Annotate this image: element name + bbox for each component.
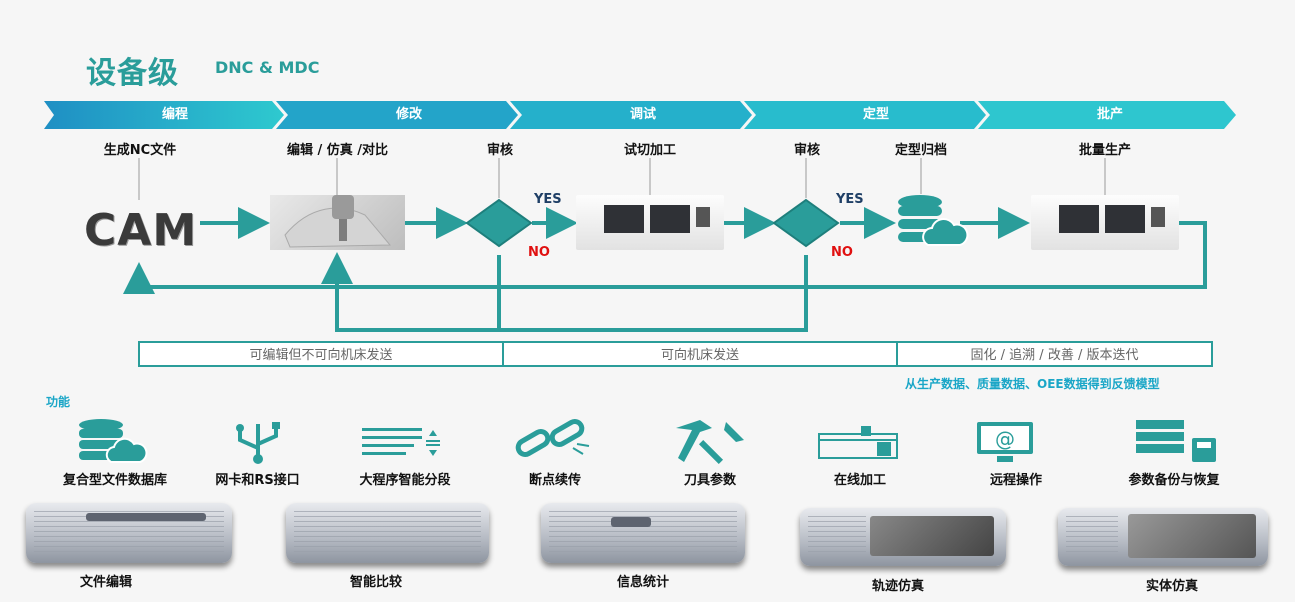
page-subtitle: DNC & MDC [215, 58, 320, 77]
machine-tool-icon [818, 426, 898, 459]
stage-chevron-1 [44, 101, 284, 129]
step-review-2: 审核 [793, 143, 820, 158]
screen-label-toolpath: 轨迹仿真 [871, 579, 924, 594]
stage-label-finalize: 定型 [862, 107, 889, 122]
feature-label-remote: 远程操作 [989, 473, 1042, 488]
usb-icon [236, 422, 280, 464]
step-trial-cut: 试切加工 [623, 143, 676, 158]
step-mass-production: 批量生产 [1078, 143, 1131, 158]
feature-label-backup: 参数备份与恢复 [1128, 473, 1220, 488]
step-review-1: 审核 [486, 143, 513, 158]
stage-label-modify: 修改 [395, 107, 422, 122]
feature-label-segmentation: 大程序智能分段 [359, 473, 451, 488]
decision-no-2: NO [831, 245, 853, 260]
stage-chevron-5 [978, 101, 1236, 129]
screen-toolpath-sim [800, 508, 1006, 566]
decision-yes-2: YES [836, 192, 864, 207]
feedback-note: 从生产数据、质量数据、OEE数据得到反馈模型 [905, 377, 1160, 391]
decision-no-1: NO [528, 245, 550, 260]
feature-label-resume: 断点续传 [528, 473, 581, 488]
screen-label-statistics: 信息统计 [616, 575, 669, 590]
screen-label-file-edit: 文件编辑 [79, 575, 132, 590]
screen-label-solid: 实体仿真 [1145, 579, 1198, 594]
stage-label-programming: 编程 [161, 107, 188, 122]
screen-statistics [541, 503, 745, 563]
functions-title: 功能 [46, 395, 71, 409]
remote-monitor-icon: @ [977, 422, 1033, 462]
decision-diamond-1 [465, 198, 533, 248]
step-generate-nc: 生成NC文件 [103, 143, 177, 158]
svg-text:@: @ [995, 427, 1015, 451]
feature-label-tool-params: 刀具参数 [683, 473, 736, 488]
stage-label-debug: 调试 [629, 107, 656, 122]
range-sendable: 可向机床发送 [502, 341, 898, 367]
stage-banner [44, 101, 1236, 129]
database-cloud-icon [898, 195, 969, 246]
tools-icon [676, 420, 744, 464]
broken-link-icon [515, 419, 590, 457]
cnc-machine-image-2 [1031, 195, 1179, 250]
stage-chevron-2 [276, 101, 518, 129]
screen-label-compare: 智能比较 [349, 575, 402, 590]
stage-chevron-3 [510, 101, 752, 129]
backup-server-icon [1136, 420, 1216, 462]
cnc-machine-image [576, 195, 724, 250]
stage-label-mass-production: 批产 [1096, 107, 1123, 122]
page-title: 设备级 [86, 56, 179, 91]
cam-logo: CAM [84, 205, 198, 256]
feature-label-database: 复合型文件数据库 [62, 473, 167, 488]
screen-smart-compare [286, 503, 489, 563]
step-edit-simulate-compare: 编辑 / 仿真 /对比 [286, 143, 389, 158]
step-archive: 定型归档 [894, 143, 947, 158]
screen-file-edit [26, 503, 232, 563]
segment-lines-icon [362, 428, 440, 456]
feature-label-online-machining: 在线加工 [833, 473, 886, 488]
stage-chevron-4 [744, 101, 986, 129]
feature-label-interfaces: 网卡和RS接口 [215, 473, 300, 488]
decision-yes-1: YES [534, 192, 562, 207]
simulation-image [270, 195, 405, 250]
decision-diamond-2 [772, 198, 840, 248]
database-cloud-icon [79, 419, 148, 463]
range-editable-not-sendable: 可编辑但不可向机床发送 [138, 341, 504, 367]
screen-solid-sim [1058, 508, 1268, 566]
range-solidify-trace: 固化 / 追溯 / 改善 / 版本迭代 [896, 341, 1213, 367]
